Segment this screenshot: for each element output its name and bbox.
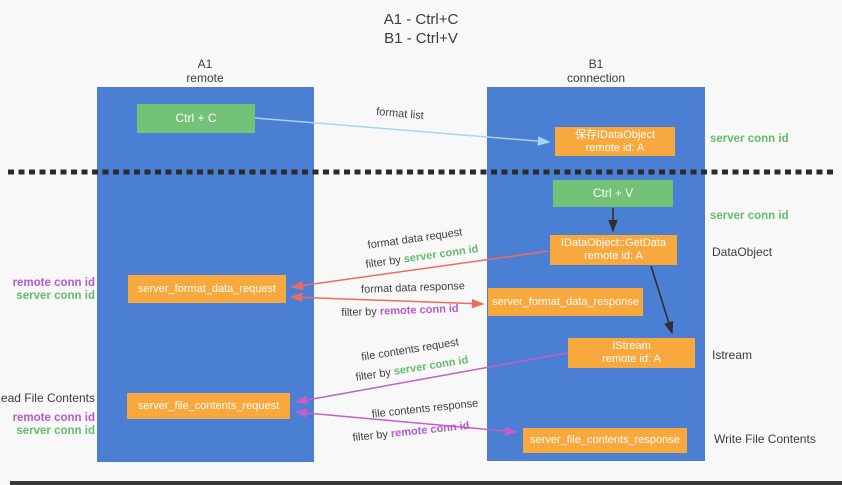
server-conn-id-label-left-2: server conn id [16, 425, 95, 437]
server-conn-id-label-right-1: server conn id [710, 133, 789, 145]
filter-prefix: filter by [341, 305, 381, 320]
istream-line1: IStream [612, 340, 651, 352]
filter-prefix: filter by [354, 365, 395, 384]
save-idataobject-line2: remote id: A [585, 141, 645, 154]
format-request-label: server_format_data_request [137, 282, 277, 295]
filter-prefix: filter by [364, 253, 405, 271]
istream-box: IStream remote id: A [568, 338, 695, 368]
server-file-contents-request-box: server_file_contents_request [127, 393, 290, 419]
file-request-label: server_file_contents_request [137, 399, 280, 412]
file-response-label: server_file_contents_response [530, 434, 680, 446]
format-response-label: server_format_data_response [492, 295, 639, 308]
getdata-line1: IDataObject::GetData [560, 237, 667, 249]
server-file-contents-response-box: server_file_contents_response [523, 428, 687, 453]
filter-value-remote-conn-id: remote conn id [390, 419, 470, 441]
lane-a1-header: A1 remote [125, 57, 285, 85]
ctrl-v-label: Ctrl + V [592, 186, 634, 200]
lane-a1-role: remote [186, 71, 224, 85]
filter-prefix: filter by [352, 428, 392, 445]
server-conn-id-label-right-2: server conn id [710, 210, 789, 222]
lane-b1-name: B1 [588, 57, 604, 71]
lane-a1-name: A1 [197, 57, 213, 71]
remote-conn-id-label-left-2: remote conn id [12, 412, 95, 424]
filter-by-remote-conn-id-label-1: filter by remote conn id [341, 303, 459, 319]
bottom-edge-strip [10, 481, 842, 485]
filter-value-server-conn-id: server conn id [392, 354, 470, 378]
getdata-line2: remote id: A [584, 250, 643, 262]
file-contents-response-label: file contents response [371, 397, 479, 421]
ctrl-c-box: Ctrl + C [137, 104, 255, 133]
server-conn-id-label-left-1: server conn id [16, 290, 95, 302]
save-idataobject-box: 保存IDataObject remote id: A [555, 127, 675, 156]
diagram-title: A1 - Ctrl+C B1 - Ctrl+V [0, 10, 842, 48]
title-line-2: B1 - Ctrl+V [384, 30, 458, 47]
save-idataobject-line1: 保存IDataObject [574, 128, 656, 141]
write-file-contents-label: Write File Contents [714, 432, 816, 446]
filter-value-remote-conn-id: remote conn id [379, 302, 459, 318]
dataobject-label: DataObject [712, 245, 773, 259]
filter-by-remote-conn-id-label-2: filter by remote conn id [352, 420, 470, 444]
format-list-label: format list [375, 105, 425, 123]
istream-side-label: Istream [712, 348, 753, 362]
read-file-contents-label: Read File Contents [0, 391, 95, 405]
ctrl-c-label: Ctrl + C [175, 111, 217, 125]
filter-value-server-conn-id: server conn id [402, 243, 480, 266]
server-format-data-request-box: server_format_data_request [128, 275, 286, 303]
remote-conn-id-label-left-1: remote conn id [12, 277, 95, 289]
format-data-response-label: format data response [360, 280, 466, 296]
title-line-1: A1 - Ctrl+C [383, 11, 459, 28]
lane-b1-header: B1 connection [516, 57, 676, 85]
lane-b1-role: connection [566, 71, 626, 85]
idataobject-getdata-box: IDataObject::GetData remote id: A [550, 235, 677, 265]
istream-line2: remote id: A [602, 353, 661, 365]
server-format-data-response-box: server_format_data_response [488, 288, 643, 316]
ctrl-v-box: Ctrl + V [553, 180, 673, 207]
